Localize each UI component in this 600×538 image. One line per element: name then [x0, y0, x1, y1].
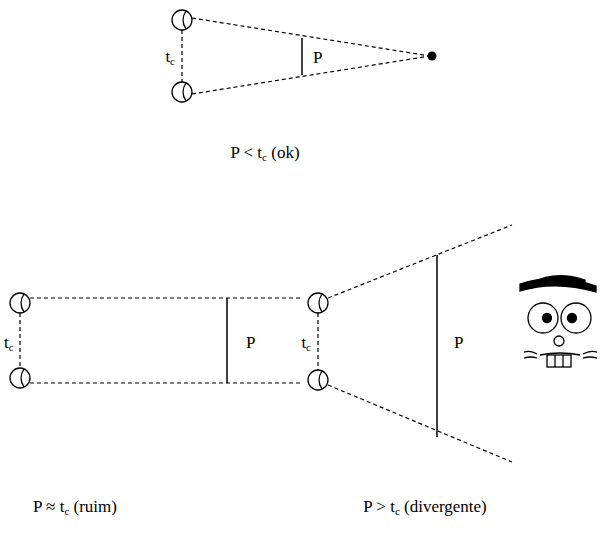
- caption: P > tc (divergente): [362, 498, 488, 515]
- caption: P < tc (ok): [229, 144, 300, 161]
- focal-point: [428, 52, 437, 61]
- dimension-label: tc: [164, 48, 176, 65]
- dimension-label: tc: [3, 334, 15, 351]
- power-label: P: [453, 334, 464, 351]
- cartoon-face: [520, 276, 597, 367]
- dimension-label: tc: [300, 334, 312, 351]
- caption: P ≈ tc (ruim): [32, 498, 118, 515]
- power-label: P: [312, 49, 323, 66]
- power-label: P: [245, 334, 256, 351]
